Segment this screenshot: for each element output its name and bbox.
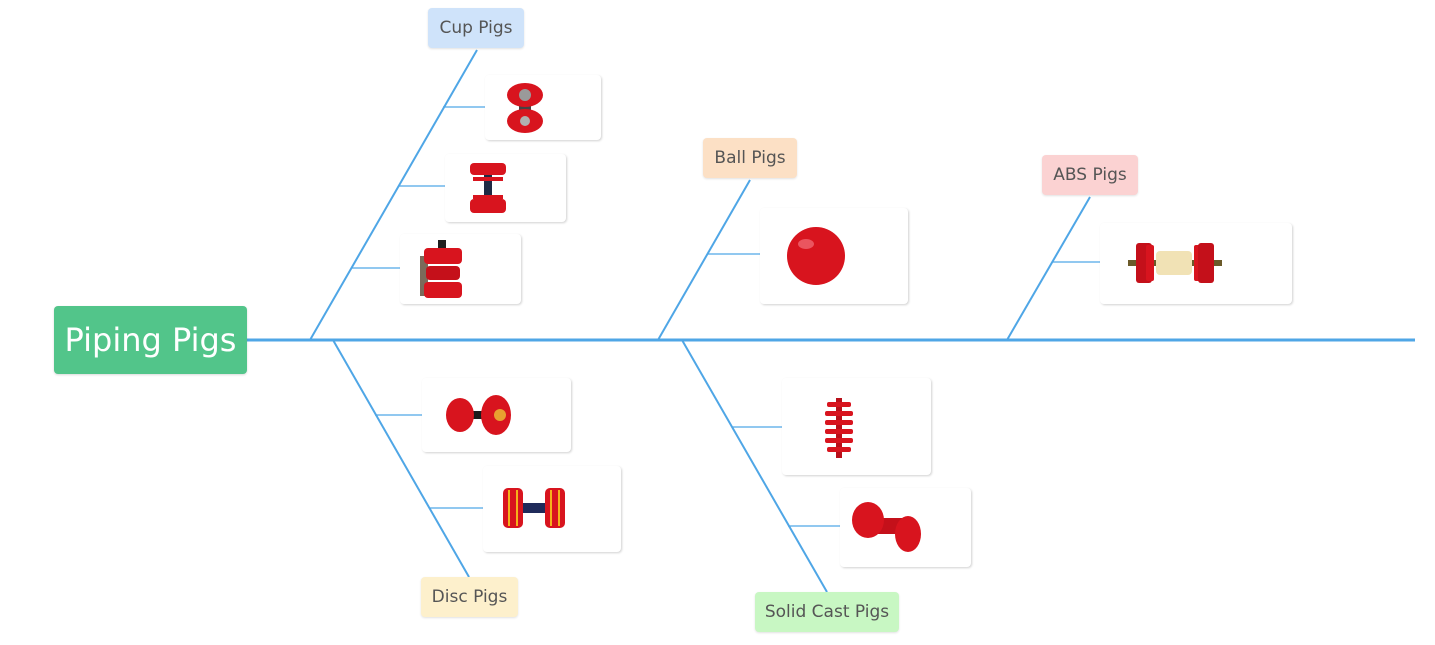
- central-topic[interactable]: Piping Pigs: [54, 306, 247, 374]
- cup-pig-image: [507, 83, 543, 133]
- image-card[interactable]: [483, 466, 621, 552]
- category-abs-pigs[interactable]: ABS Pigs: [1042, 155, 1138, 195]
- category-solid-cast-pigs[interactable]: Solid Cast Pigs: [755, 592, 899, 632]
- category-cup-pigs[interactable]: Cup Pigs: [428, 8, 524, 48]
- image-card[interactable]: [485, 75, 601, 140]
- branch-line-cup: [309, 49, 478, 341]
- category-ball-pigs[interactable]: Ball Pigs: [703, 138, 797, 178]
- cup-pig-image: [420, 240, 462, 298]
- disc-pig-image: [503, 488, 565, 528]
- abs-pig-image: [1128, 243, 1222, 283]
- image-card[interactable]: [782, 378, 931, 475]
- image-card[interactable]: [445, 154, 566, 222]
- category-disc-pigs[interactable]: Disc Pigs: [421, 577, 518, 617]
- branch-line-disc: [332, 339, 470, 578]
- cup-pig-image: [470, 163, 506, 213]
- branch-line-solid: [681, 339, 828, 593]
- branch-line-ball: [657, 179, 751, 341]
- image-card[interactable]: [840, 488, 971, 567]
- branch-line-abs: [1006, 196, 1091, 341]
- image-card[interactable]: [1100, 223, 1292, 304]
- image-card[interactable]: [760, 208, 908, 304]
- solid-cast-pig-image: [852, 502, 921, 552]
- solid-cast-pig-image: [825, 398, 853, 458]
- disc-pig-image: [446, 395, 511, 435]
- image-card[interactable]: [400, 234, 521, 304]
- ball-pig-image: [787, 227, 845, 285]
- image-card[interactable]: [422, 378, 571, 452]
